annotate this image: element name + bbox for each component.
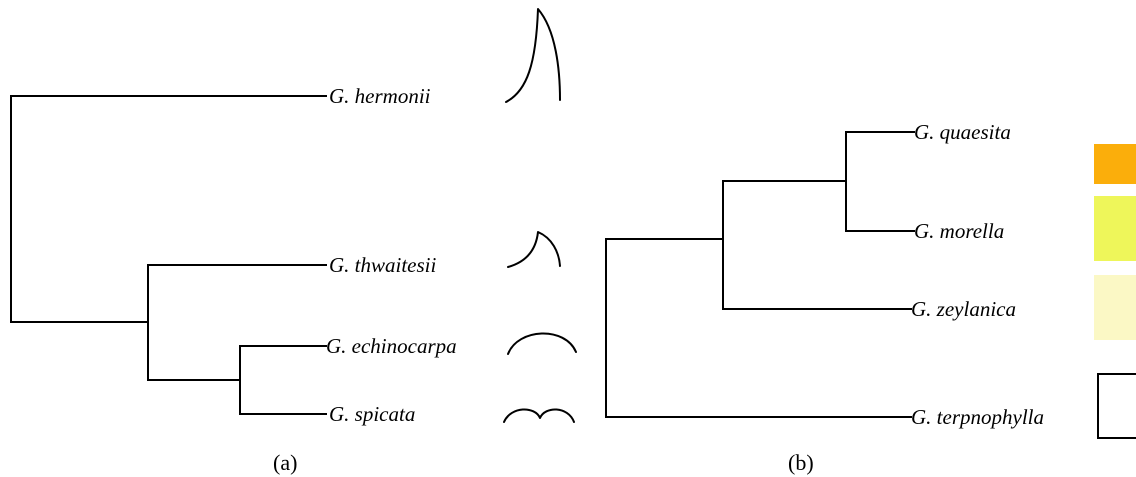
taxon-label-terpnophylla: G. terpnophylla [911, 405, 1044, 429]
fruit-shape-echinocarpa-icon [507, 332, 577, 355]
taxon-label-thwaitesii: G. thwaitesii [329, 253, 437, 277]
taxon-label-hermonii: G. hermonii [329, 84, 431, 108]
fruit-shape-hermonii-icon [505, 8, 561, 103]
swatch-zeylanica [1094, 275, 1136, 340]
panel-b-caption: (b) [788, 450, 814, 475]
panel-a: G. hermonii G. thwaitesii G. echinocarpa… [10, 8, 577, 475]
panel-b: G. quaesita G. morella G. zeylanica G. t… [605, 120, 1136, 475]
fruit-shape-spicata-icon [503, 408, 575, 423]
swatch-morella [1094, 196, 1136, 261]
taxon-label-echinocarpa: G. echinocarpa [326, 334, 457, 358]
swatch-terpnophylla [1097, 373, 1136, 439]
color-swatches [1094, 144, 1136, 439]
swatch-quaesita [1094, 144, 1136, 184]
panel-a-caption: (a) [273, 450, 297, 475]
taxon-label-spicata: G. spicata [329, 402, 415, 426]
fruit-shape-thwaitesii-icon [507, 231, 561, 268]
taxon-label-quaesita: G. quaesita [914, 120, 1011, 144]
taxon-label-zeylanica: G. zeylanica [911, 297, 1016, 321]
taxon-label-morella: G. morella [914, 219, 1004, 243]
panel-b-tree [605, 131, 915, 418]
fruit-shape-glyphs [503, 8, 577, 423]
panel-a-tree [10, 95, 327, 415]
